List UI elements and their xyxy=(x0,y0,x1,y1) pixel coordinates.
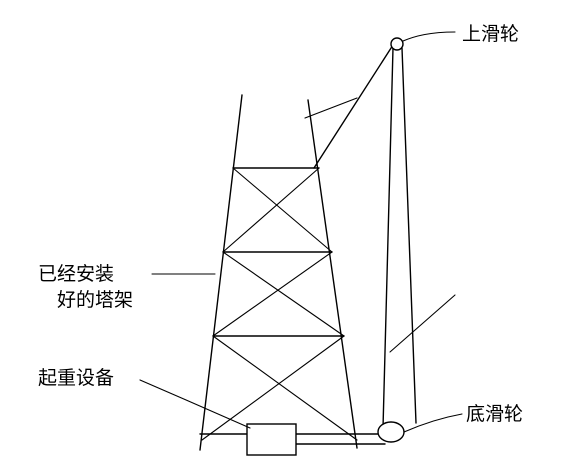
tower-left-leg xyxy=(199,94,243,451)
leader-bottom-pulley xyxy=(403,413,463,433)
tower-cross-braces xyxy=(201,167,358,441)
leader-lines xyxy=(139,31,463,433)
leader-top-pulley xyxy=(402,31,456,42)
bottom-pulley-icon xyxy=(377,421,405,443)
tick-marks xyxy=(304,97,456,353)
top-pulley-icon xyxy=(390,37,404,51)
lifting-equipment-box xyxy=(246,423,297,456)
top-pulley xyxy=(390,37,404,51)
leader-lifting-equipment xyxy=(139,379,251,429)
hoist-cable xyxy=(313,44,394,169)
gin-pole xyxy=(382,47,417,429)
bottom-pulley xyxy=(377,421,405,443)
label-lifting-equipment: 起重设备 xyxy=(38,367,114,389)
label-top-pulley: 上滑轮 xyxy=(462,23,519,45)
label-bottom-pulley: 底滑轮 xyxy=(466,403,523,425)
label-installed-tower-line1: 已经安装 xyxy=(38,263,114,285)
label-installed-tower-line2: 好的塔架 xyxy=(57,289,133,311)
tower-right-leg xyxy=(307,99,358,449)
tower-horizontal-braces xyxy=(212,167,345,337)
ground-cable-line xyxy=(199,433,386,445)
